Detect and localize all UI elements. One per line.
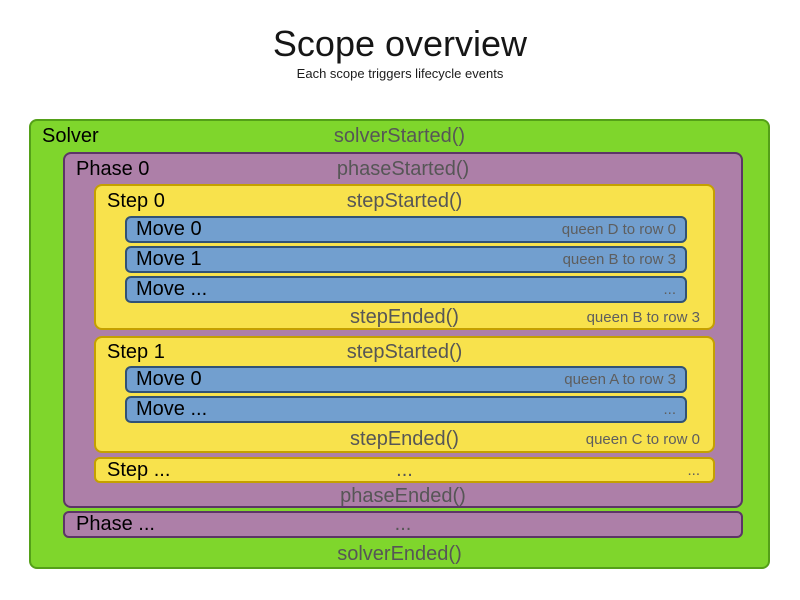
move-row: Move 0 queen A to row 3 [125,366,687,393]
move-label: Move ... [136,278,208,300]
phase-0-box: Phase 0 phaseStarted() Step 0 stepStarte… [63,152,743,508]
step-1-started-event: stepStarted() [346,340,463,363]
phase-more-box: Phase ... ... [63,511,743,538]
step-1-box: Step 1 stepStarted() Move 0 queen A to r… [94,336,715,453]
move-note: queen D to row 0 [561,221,676,238]
step-0-label: Step 0 [107,189,165,212]
move-note: queen A to row 3 [564,371,676,388]
page-subtitle: Each scope triggers lifecycle events [296,66,504,81]
step-0-ended-note: queen B to row 3 [586,309,700,326]
step-more-center-ellipsis: ... [396,458,413,481]
move-label: Move 0 [136,368,202,390]
step-1-label: Step 1 [107,340,165,363]
solver-label: Solver [42,125,99,147]
move-row: Move 0 queen D to row 0 [125,216,687,243]
move-label: Move 1 [136,248,202,270]
move-row: Move ... ... [125,396,687,423]
solver-ended-event: solverEnded() [337,543,462,565]
move-row: Move ... ... [125,276,687,303]
move-note: queen B to row 3 [562,251,676,268]
step-0-ended-event: stepEnded() [350,306,459,328]
solver-header-row: Solver solverStarted() [31,121,768,152]
solver-footer-row: solverEnded() [31,538,768,571]
solver-started-event: solverStarted() [333,125,466,147]
solver-scope-box: Solver solverStarted() Phase 0 phaseStar… [29,119,770,569]
step-0-header-row: Step 0 stepStarted() [96,186,713,216]
page-title: Scope overview [272,23,528,64]
move-row: Move 1 queen B to row 3 [125,246,687,273]
step-1-footer-row: stepEnded() queen C to row 0 [96,423,713,455]
step-1-ended-note: queen C to row 0 [585,430,700,448]
step-0-footer-row: stepEnded() queen B to row 3 [96,303,713,332]
step-1-ended-event: stepEnded() [350,427,459,450]
phase-more-label: Phase ... [76,513,155,535]
phase-0-footer-row: phaseEnded() [65,483,741,510]
step-1-header-row: Step 1 stepStarted() [96,338,713,366]
phase-ended-event: phaseEnded() [340,485,466,507]
step-more-label: Step ... [107,458,171,481]
move-label: Move ... [136,398,208,420]
phase-0-header-row: Phase 0 phaseStarted() [65,154,741,184]
phase-0-label: Phase 0 [76,157,150,180]
step-0-started-event: stepStarted() [346,189,463,212]
phase-started-event: phaseStarted() [336,157,470,180]
move-label: Move 0 [136,218,202,240]
step-more-row: Step ... ... ... [96,459,713,481]
phase-more-row: Phase ... ... [65,513,741,536]
step-0-box: Step 0 stepStarted() Move 0 queen D to r… [94,184,715,330]
step-more-right-ellipsis: ... [687,461,700,479]
phase-more-center-ellipsis: ... [394,513,412,535]
move-note: ... [663,281,676,298]
move-note: ... [663,401,676,418]
step-more-box: Step ... ... ... [94,457,715,483]
